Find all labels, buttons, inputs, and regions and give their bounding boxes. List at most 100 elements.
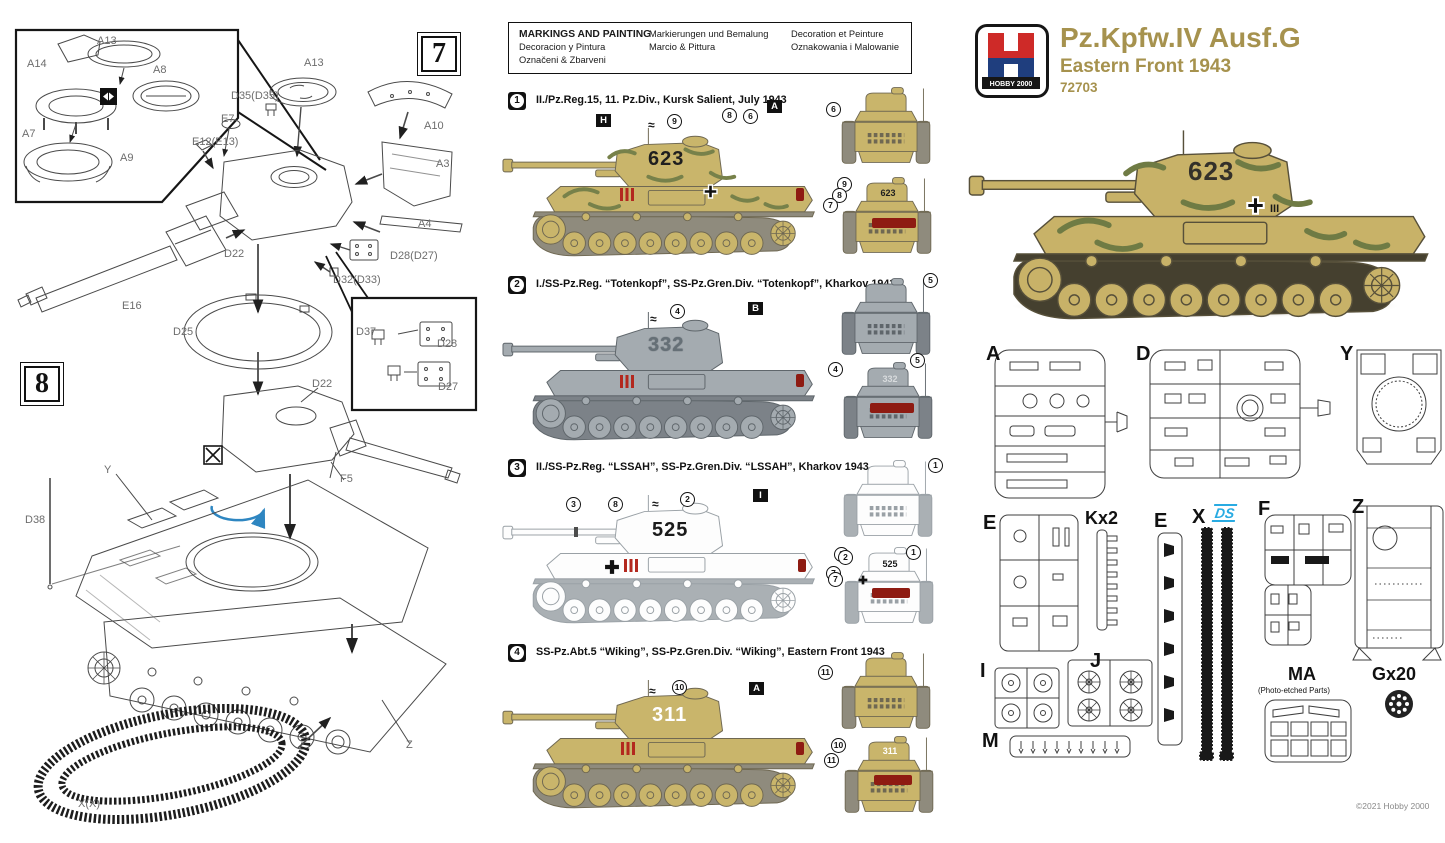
callout-letter: A: [749, 682, 764, 695]
callout-number: 2: [680, 492, 695, 507]
scheme-number-badge: 3: [508, 459, 526, 477]
tank-number: 623: [648, 148, 685, 170]
callout-number: 3: [566, 497, 581, 512]
sprue-label-g: Gx20: [1372, 664, 1417, 684]
sprue-label-f: F: [1258, 498, 1271, 520]
markings-col-1: MARKINGS AND PAINTING Decoracion y Pintu…: [519, 28, 651, 67]
kit-number: 72703: [1060, 80, 1098, 95]
hobby2000-logo: HOBBY 2000: [975, 24, 1049, 98]
scheme-3: 3 II./SS-Pz.Reg. “LSSAH”, SS-Pz.Gren.Div…: [500, 455, 948, 639]
callout-number: 5: [910, 353, 925, 368]
part-label: D22: [224, 248, 245, 260]
scheme-number: 1: [510, 94, 524, 108]
markings-heading: MARKINGS AND PAINTING: [519, 29, 652, 40]
tank-number-rear: 332: [882, 374, 898, 384]
tank-rear-view: [843, 543, 935, 627]
muffler-marking: [796, 742, 804, 755]
balkenkreuz-icon: [605, 560, 619, 574]
spare-track-marking: [621, 742, 636, 755]
sprue-label-a: A: [986, 343, 1001, 365]
callout-number: 2: [838, 550, 853, 565]
road-wheel-icon: [1385, 690, 1413, 718]
tank-front-view: [840, 648, 932, 732]
part-label: A13: [304, 57, 324, 69]
tank-side-view: [502, 481, 824, 628]
tank-side-view: [502, 298, 824, 445]
part-label: D35(D35): [231, 90, 279, 102]
kit-title: Pz.Kpfw.IV Ausf.G: [1060, 22, 1301, 53]
part-label: D37: [356, 326, 377, 338]
kit-subtitle: Eastern Front 1943: [1060, 56, 1232, 77]
sprue-label-z: Z: [1352, 496, 1365, 518]
tactical-mark: III: [1270, 203, 1280, 215]
scheme-number-badge: 2: [508, 276, 526, 294]
balkenkreuz-icon: [858, 575, 868, 585]
tank-number: 311: [652, 704, 688, 726]
muffler-marking: [870, 403, 914, 413]
scheme-2: 2 I./SS-Pz.Reg. “Totenkopf”, SS-Pz.Gren.…: [500, 272, 948, 456]
spare-track-marking: [620, 188, 635, 201]
muffler-marking: [872, 218, 916, 228]
antenna-symbol: ≈: [649, 684, 656, 698]
callout-number: 6: [743, 109, 758, 124]
part-label: A4: [418, 218, 432, 230]
scheme-number: 3: [510, 461, 524, 475]
scheme-title: II./Pz.Reg.15, 11. Pz.Div., Kursk Salien…: [536, 94, 787, 106]
sprue-label-x: X: [1192, 506, 1206, 528]
part-label: E16: [122, 300, 142, 312]
callout-number: 8: [608, 497, 623, 512]
muffler-marking: [798, 559, 806, 572]
logo-text: HOBBY 2000: [990, 81, 1033, 88]
part-label: A10: [424, 120, 444, 132]
callout-number: 6: [826, 102, 841, 117]
scheme-number-badge: 1: [508, 92, 526, 110]
part-label: F5: [340, 473, 353, 485]
barrel-band-marking: [574, 527, 578, 537]
tank-number-rear: 311: [882, 746, 898, 756]
callout-letter: H: [596, 114, 611, 127]
step-8-number: 8: [24, 366, 60, 402]
tank-number-rear: 525: [882, 559, 898, 569]
assembly-line-art: [14, 28, 478, 825]
tank-front-view: [840, 274, 932, 358]
scheme-title: I./SS-Pz.Reg. “Totenkopf”, SS-Pz.Gren.Di…: [536, 278, 896, 290]
callout-number: 10: [672, 680, 687, 695]
tank-rear-view: [841, 173, 933, 257]
sprue-label-e1: E: [983, 512, 997, 534]
sprue-label-d: D: [1136, 343, 1151, 365]
antenna-symbol: ≈: [648, 118, 655, 132]
part-label: D22: [312, 378, 333, 390]
sprue-label-y: Y: [1340, 343, 1354, 365]
scheme-number-badge: 4: [508, 644, 526, 662]
part-label: E12(E13): [192, 136, 239, 148]
sprue-label-k: Kx2: [1085, 508, 1119, 528]
part-label: A13: [97, 35, 117, 47]
part-label: Y: [104, 464, 112, 476]
muffler-marking: [796, 188, 804, 201]
scheme-number: 4: [510, 646, 524, 660]
callout-number: 1: [928, 458, 943, 473]
callout-number: 4: [670, 304, 685, 319]
callout-number: 9: [667, 114, 682, 129]
markings-line: Označeni & Zbarveni: [519, 55, 606, 65]
tank-rear-view: [842, 358, 934, 442]
part-label: A3: [436, 158, 450, 170]
no-glue-icon: [203, 445, 223, 465]
part-label: D28(D27): [390, 250, 438, 262]
sprue-label-i: I: [980, 660, 986, 682]
callout-number: 11: [818, 665, 833, 680]
choice-arrows-icon: [100, 88, 117, 105]
balkenkreuz-icon: [1246, 196, 1265, 215]
markings-line: Decoracion y Pintura: [519, 42, 606, 52]
tank-number-rear: 623: [880, 188, 896, 198]
sprue-map-art: [994, 349, 1444, 763]
photo-etch-note: (Photo-etched Parts): [1258, 686, 1330, 695]
sprue-label-e2: E: [1154, 510, 1168, 532]
part-label: A8: [153, 64, 167, 76]
step-7-box: 7: [417, 32, 461, 76]
step-8-box: 8: [20, 362, 64, 406]
part-label: A9: [120, 152, 134, 164]
tank-number: 332: [648, 334, 685, 356]
callout-letter: A: [767, 100, 782, 113]
